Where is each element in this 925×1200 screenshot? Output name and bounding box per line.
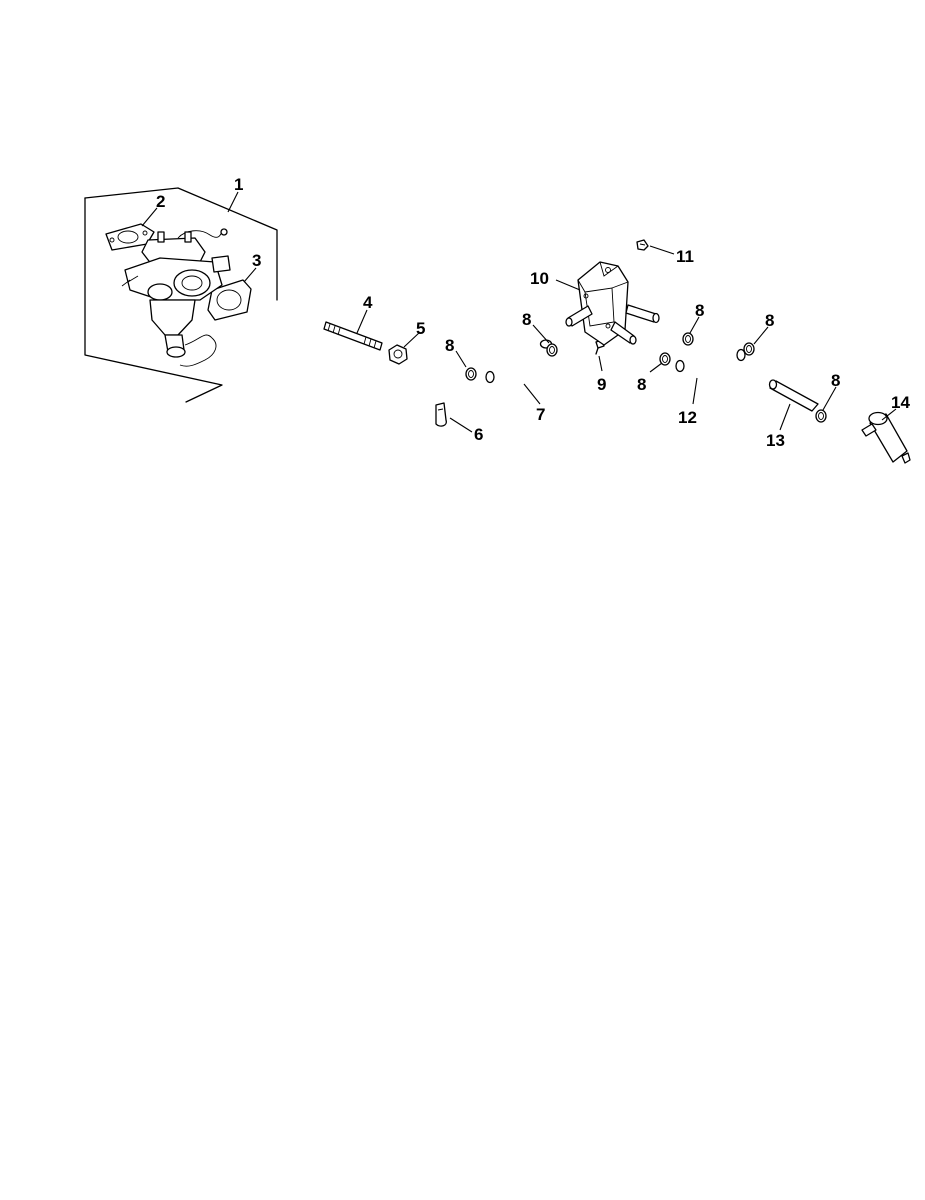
hose-part-7 <box>485 339 553 384</box>
group-bracket-bottom <box>84 197 223 403</box>
callout-8b: 8 <box>522 310 531 329</box>
leader-14 <box>881 408 897 421</box>
callout-6: 6 <box>474 425 483 444</box>
callout-8c: 8 <box>637 375 646 394</box>
leader-5 <box>403 331 421 348</box>
leader-1 <box>227 191 239 213</box>
leader-10 <box>555 279 581 291</box>
clip-part-6 <box>435 402 447 427</box>
leader-6 <box>449 417 473 433</box>
callout-13: 13 <box>766 431 785 450</box>
gasket-part-2 <box>105 223 155 251</box>
clamp-part-8-e <box>743 342 755 356</box>
leader-8b <box>532 324 550 344</box>
callout-10: 10 <box>530 269 549 288</box>
callout-labels: 1 2 3 4 5 6 7 8 8 8 8 8 8 9 10 11 12 13 … <box>156 175 910 450</box>
leader-8f <box>822 386 837 411</box>
leader-4 <box>356 309 368 334</box>
clamp-part-8-c <box>659 352 671 366</box>
callout-7: 7 <box>536 405 545 424</box>
leader-8e <box>753 326 769 345</box>
callout-2: 2 <box>156 192 165 211</box>
carburetor-assembly-group <box>84 187 278 403</box>
leader-7 <box>523 383 541 405</box>
clamp-part-8-b <box>546 343 558 357</box>
group-bracket-top <box>84 187 278 301</box>
callout-11: 11 <box>676 247 694 266</box>
callout-5: 5 <box>416 319 425 338</box>
callout-3: 3 <box>252 251 261 270</box>
callout-1: 1 <box>234 175 243 194</box>
fuel-pump-part-10 <box>565 261 660 346</box>
stud-part-4 <box>323 321 383 351</box>
callout-8f: 8 <box>831 371 840 390</box>
callout-12: 12 <box>678 408 697 427</box>
leader-9 <box>598 355 603 372</box>
gasket-part-3 <box>207 279 252 321</box>
leader-lines <box>141 191 897 433</box>
carburetor-body <box>121 228 231 367</box>
leader-8a <box>455 350 467 368</box>
leader-3 <box>243 267 257 283</box>
callout-9: 9 <box>597 375 606 394</box>
leader-8d <box>689 316 700 334</box>
leader-12 <box>692 377 698 405</box>
callout-8a: 8 <box>445 336 454 355</box>
callout-8d: 8 <box>695 301 704 320</box>
leader-2 <box>141 207 158 227</box>
leader-11 <box>649 245 675 255</box>
callout-4: 4 <box>363 293 373 312</box>
clamp-part-8-d <box>682 332 694 346</box>
tube-part-13 <box>768 379 819 412</box>
nut-part-5 <box>388 344 408 365</box>
leader-13 <box>779 403 791 431</box>
callout-8e: 8 <box>765 311 774 330</box>
fuel-filter-part-14 <box>861 411 911 464</box>
clamp-part-8-f <box>815 409 827 423</box>
hose-part-12 <box>675 348 746 379</box>
callout-14: 14 <box>891 393 910 412</box>
clamp-part-8-a <box>465 367 477 381</box>
leader-8c <box>649 362 663 373</box>
clip-part-11 <box>636 239 649 251</box>
